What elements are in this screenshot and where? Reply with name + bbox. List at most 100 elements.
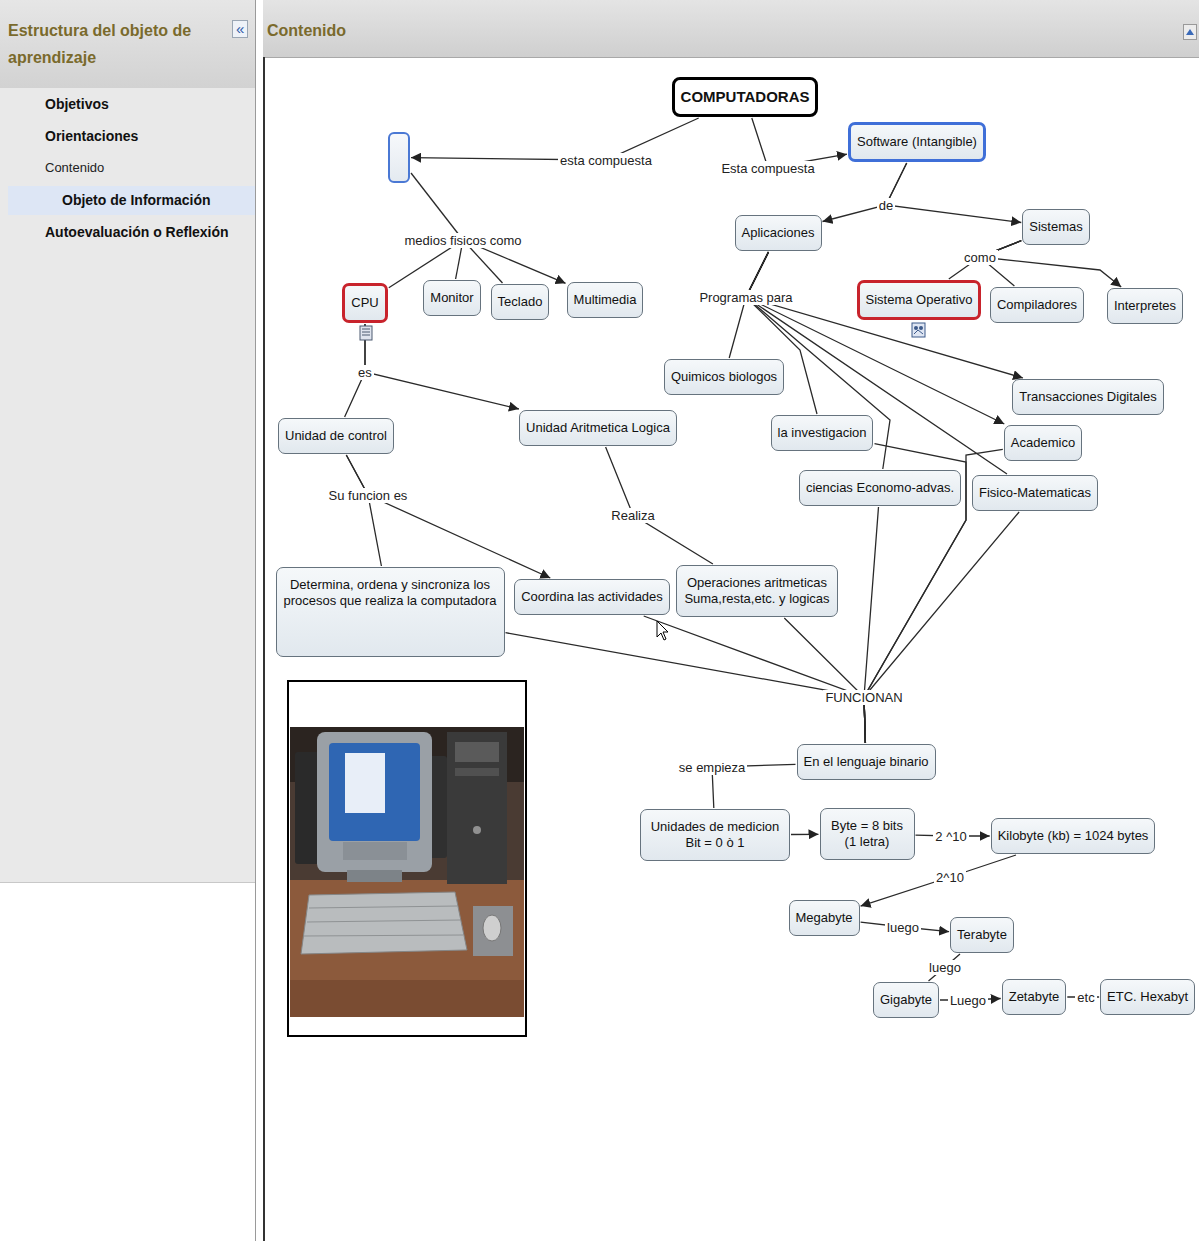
empty-concept-box xyxy=(388,132,410,183)
linking-phrase: Luego xyxy=(948,993,988,1008)
concept-box: Sistemas xyxy=(1022,209,1089,245)
concept-text: Transacciones Digitales xyxy=(1019,389,1157,405)
concept-link xyxy=(784,618,865,743)
concept-box: Interpretes xyxy=(1107,288,1183,324)
concept-box: Megabyte xyxy=(789,900,860,936)
panel-text: Contenido xyxy=(45,159,104,177)
concept-text: En el lenguaje binario xyxy=(804,754,929,770)
concept-text: COMPUTADORAS xyxy=(681,88,810,106)
concept-text: la investigacion xyxy=(778,425,867,441)
root-concept: COMPUTADORAS xyxy=(672,77,819,117)
concept-box: Fisico-Matematicas xyxy=(972,475,1098,511)
concept-link xyxy=(746,252,1023,378)
concept-text: Unidad de control xyxy=(285,428,387,444)
concept-box: Zetabyte xyxy=(1002,979,1067,1015)
linking-phrase: 2 ^10 xyxy=(933,829,968,844)
concept-box: Kilobyte (kb) = 1024 bytes xyxy=(991,818,1156,854)
concept-text: Fisico-Matematicas xyxy=(979,485,1091,501)
panel-text: Orientaciones xyxy=(45,127,138,145)
scroll-arrow xyxy=(1183,24,1197,40)
concept-box: Transacciones Digitales xyxy=(1012,379,1164,415)
concept-link xyxy=(506,633,866,743)
panel-text: « xyxy=(232,20,248,38)
concept-link xyxy=(861,855,1016,906)
concept-text: CPU xyxy=(351,295,378,311)
concept-box: Quimicos biologos xyxy=(664,359,784,395)
concept-text: Academico xyxy=(1011,435,1075,451)
concept-box: Software (Intangible) xyxy=(848,122,986,162)
linking-phrase: es xyxy=(356,365,374,380)
linking-phrase: etc xyxy=(1075,990,1096,1005)
linking-phrase: 2^10 xyxy=(934,870,966,885)
concept-text: Determina, ordena y sincroniza los proce… xyxy=(283,577,498,609)
computer-photo xyxy=(287,680,527,1037)
concept-box: Compiladores xyxy=(990,287,1084,323)
concept-box: Multimedia xyxy=(567,282,644,318)
concept-text: Megabyte xyxy=(796,910,853,926)
concept-text: ciencias Economo-advas. xyxy=(806,480,954,496)
concept-text: Coordina las actividades xyxy=(521,589,663,605)
os-icon xyxy=(911,322,926,338)
concept-text: Interpretes xyxy=(1114,298,1176,314)
concept-text: ETC. Hexabyt xyxy=(1107,989,1188,1005)
concept-link xyxy=(746,252,1007,474)
concept-text: Quimicos biologos xyxy=(671,369,777,385)
concept-box: Terabyte xyxy=(950,917,1014,953)
linking-phrase: luego xyxy=(927,960,963,975)
concept-link xyxy=(606,447,713,564)
link-line xyxy=(411,118,699,160)
linking-phrase: Su funcion es xyxy=(327,488,410,503)
concept-text: Gigabyte xyxy=(880,992,932,1008)
concept-text: Terabyte xyxy=(957,927,1007,943)
linking-phrase: como xyxy=(962,250,998,265)
concept-box: Unidad de control xyxy=(278,418,394,454)
concept-link xyxy=(864,512,1019,743)
concept-box: Coordina las actividades xyxy=(514,579,670,615)
concept-text: Multimedia xyxy=(574,292,637,308)
mouse-cursor xyxy=(656,620,672,644)
sidebar-header xyxy=(0,0,255,88)
concept-text: Software (Intangible) xyxy=(857,134,977,150)
panel-text: Contenido xyxy=(267,20,346,42)
panel-text: Autoevaluación o Reflexión xyxy=(45,223,229,241)
link-line xyxy=(411,173,463,240)
concept-box: Byte = 8 bits (1 letra) xyxy=(820,808,915,860)
concept-box: En el lenguaje binario xyxy=(797,744,936,780)
concept-text: Sistemas xyxy=(1029,219,1082,235)
concept-text: Teclado xyxy=(498,294,543,310)
content-border xyxy=(263,57,265,1241)
concept-link xyxy=(346,455,381,566)
concept-link xyxy=(791,834,819,836)
concept-box: Gigabyte xyxy=(873,982,939,1018)
concept-text: Aplicaciones xyxy=(742,225,815,241)
panel-text: Objetivos xyxy=(45,95,109,113)
concept-text: Unidad Aritmetica Logica xyxy=(526,420,670,436)
concept-box: ciencias Economo-advas. xyxy=(799,470,961,506)
cpu-icon xyxy=(359,325,373,341)
linking-phrase: se empieza xyxy=(677,760,747,775)
concept-box: Sistema Operativo xyxy=(857,280,982,320)
concept-link xyxy=(823,163,907,222)
concept-link xyxy=(886,163,1021,223)
concept-text: Unidades de medicion Bit = 0 ò 1 xyxy=(647,819,783,851)
concept-box: Determina, ordena y sincroniza los proce… xyxy=(276,567,505,657)
linking-phrase: FUNCIONAN xyxy=(823,690,904,705)
concept-text: Sistema Operativo xyxy=(866,292,973,308)
concept-box: ETC. Hexabyt xyxy=(1100,979,1195,1015)
concept-box: CPU xyxy=(342,283,387,323)
concept-box: la investigacion xyxy=(771,415,874,451)
concept-box: Operaciones aritmeticas Suma,resta,etc. … xyxy=(676,565,838,617)
concept-text: Kilobyte (kb) = 1024 bytes xyxy=(998,828,1149,844)
concept-link xyxy=(746,252,1004,424)
concept-box: Teclado xyxy=(491,284,550,320)
linking-phrase: esta compuesta xyxy=(558,153,654,168)
panel-text: Estructura del objeto de aprendizaje xyxy=(8,17,230,71)
linking-phrase: Programas para xyxy=(697,290,794,305)
concept-link xyxy=(864,507,879,743)
sidebar-panel xyxy=(0,0,256,1241)
concept-text: Operaciones aritmeticas Suma,resta,etc. … xyxy=(683,575,831,607)
concept-text: Compiladores xyxy=(997,297,1077,313)
concept-box: Unidad Aritmetica Logica xyxy=(519,410,677,446)
